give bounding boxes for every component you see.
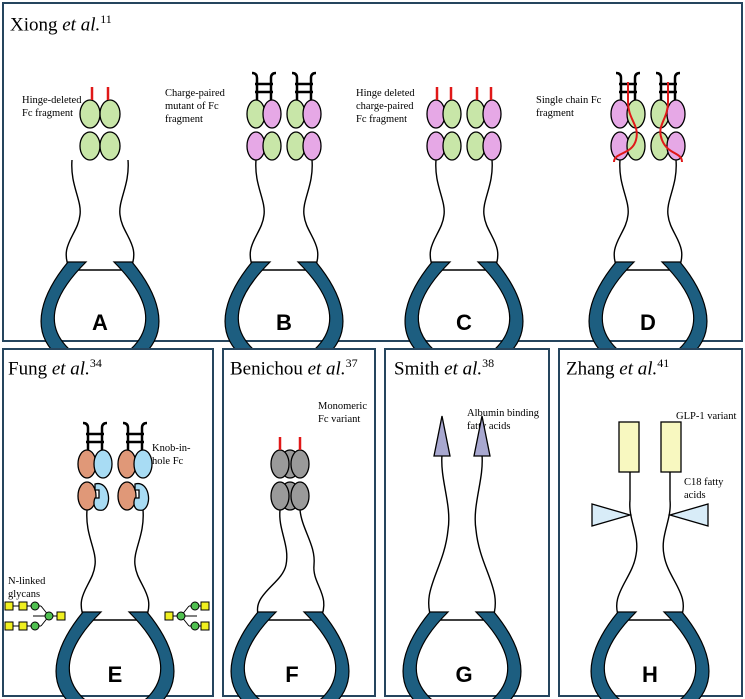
letter-h: H	[642, 662, 658, 687]
letter-e: E	[107, 662, 123, 687]
letter-g: G	[455, 662, 473, 687]
letter-f: F	[285, 662, 299, 687]
panel-title: Zhang et al.41	[566, 356, 670, 380]
letter-b: B	[276, 310, 292, 335]
panel-title: Benichou et al.37	[230, 356, 358, 380]
panel-title: Smith et al.38	[394, 356, 495, 380]
glycan-right	[164, 601, 210, 631]
letter-d: D	[640, 310, 656, 335]
label-h: GLP-1 variant	[676, 411, 737, 422]
panel-title: Fung et al.34	[8, 356, 102, 380]
letter-a: A	[92, 310, 108, 335]
panel-title: Xiong et al.11	[10, 12, 112, 36]
label-e: Knob-in-hole Fc	[152, 443, 191, 467]
glycan-left	[4, 601, 66, 631]
letter-c: C	[456, 310, 472, 335]
